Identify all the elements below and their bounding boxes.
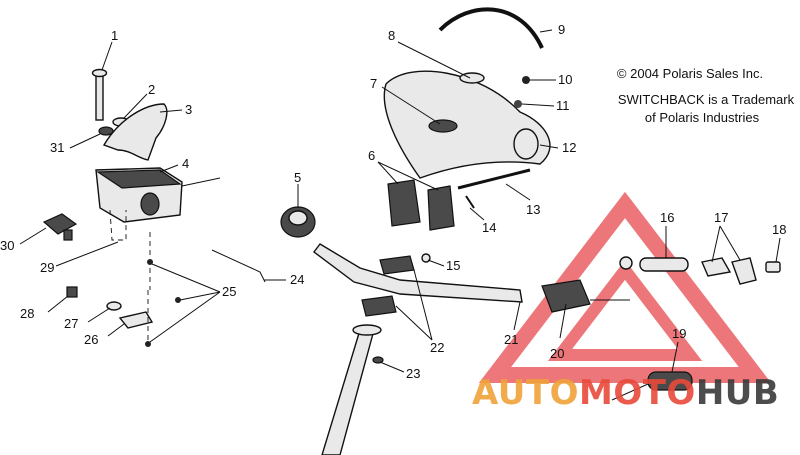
housing-part-4	[95, 167, 221, 241]
clamp-part-22	[361, 255, 415, 317]
callout-25: 25	[222, 284, 236, 299]
switch-part-30	[42, 213, 78, 241]
plate-part-26	[118, 311, 154, 329]
leader-lines	[19, 29, 781, 373]
trademark-line-2: of Polaris Industries	[645, 110, 760, 125]
screw-part-14	[465, 195, 475, 209]
callout-21: 21	[504, 332, 518, 347]
callout-13: 13	[526, 202, 540, 217]
steering-post	[321, 329, 375, 455]
bolt-part-1	[91, 68, 108, 121]
bracket-part-3	[102, 103, 168, 161]
callout-23: 23	[406, 366, 420, 381]
spacer-part-28	[66, 286, 78, 298]
riser-part-6	[387, 179, 455, 231]
cable-part-24	[211, 249, 266, 283]
strap-part-9	[438, 7, 544, 49]
callout-4: 4	[182, 156, 189, 171]
callout-7: 7	[370, 76, 377, 91]
watermark-logo: AUTOMOTOHUB	[472, 373, 779, 413]
callout-10: 10	[558, 72, 572, 87]
callout-11: 11	[556, 98, 570, 113]
trim-part-13	[457, 168, 531, 190]
callout-19: 19	[672, 326, 686, 341]
callout-3: 3	[185, 102, 192, 117]
callout-30: 30	[0, 238, 14, 253]
callout-27: 27	[64, 316, 78, 331]
heater-part-19	[611, 371, 693, 401]
handlebar-part-21	[313, 243, 523, 303]
callout-8: 8	[388, 28, 395, 43]
throttle-part-5	[280, 206, 316, 238]
callout-26: 26	[84, 332, 98, 347]
washer-part-27	[106, 301, 122, 311]
washer-part-31	[98, 126, 114, 136]
callout-24: 24	[290, 272, 304, 287]
callout-2: 2	[148, 82, 155, 97]
callout-5: 5	[294, 170, 301, 185]
control-part-20	[541, 279, 630, 313]
watermark-triangle	[478, 191, 772, 383]
callout-31: 31	[50, 140, 64, 155]
watermark-word-hub: HUB	[696, 373, 779, 413]
callout-14: 14	[482, 220, 496, 235]
nut-part-23	[372, 356, 384, 364]
callout-22: 22	[430, 340, 444, 355]
plug-part-18	[765, 261, 781, 273]
svg-text:AUTOMOTOHUB: AUTOMOTOHUB	[472, 373, 779, 413]
callout-17: 17	[714, 210, 728, 225]
callout-16: 16	[660, 210, 674, 225]
callout-1: 1	[111, 28, 118, 43]
trademark-line-1: SWITCHBACK is a Trademark	[618, 92, 795, 107]
copyright-notice: © 2004 Polaris Sales Inc. SWITCHBACK is …	[617, 66, 795, 125]
watermark-word-auto: AUTO	[472, 373, 579, 413]
callout-12: 12	[562, 140, 576, 155]
screws-part-25	[145, 232, 181, 347]
callout-29: 29	[40, 260, 54, 275]
grip-part-16	[619, 256, 689, 272]
callout-6: 6	[368, 148, 375, 163]
nut-part-11	[514, 100, 522, 108]
pad-part-7	[383, 70, 551, 179]
callout-28: 28	[20, 306, 34, 321]
nut-part-10	[522, 76, 530, 84]
callout-9: 9	[558, 22, 565, 37]
callout-labels: 1 2 3 4 5 6 7 8 9 10 11 12 13 14 15 16 1…	[0, 22, 786, 381]
watermark-word-moto: MOTO	[579, 373, 696, 413]
callout-18: 18	[772, 222, 786, 237]
callout-20: 20	[550, 346, 564, 361]
copyright-line: © 2004 Polaris Sales Inc.	[617, 66, 763, 81]
callout-15: 15	[446, 258, 460, 273]
sleeve-part-17	[701, 257, 757, 285]
